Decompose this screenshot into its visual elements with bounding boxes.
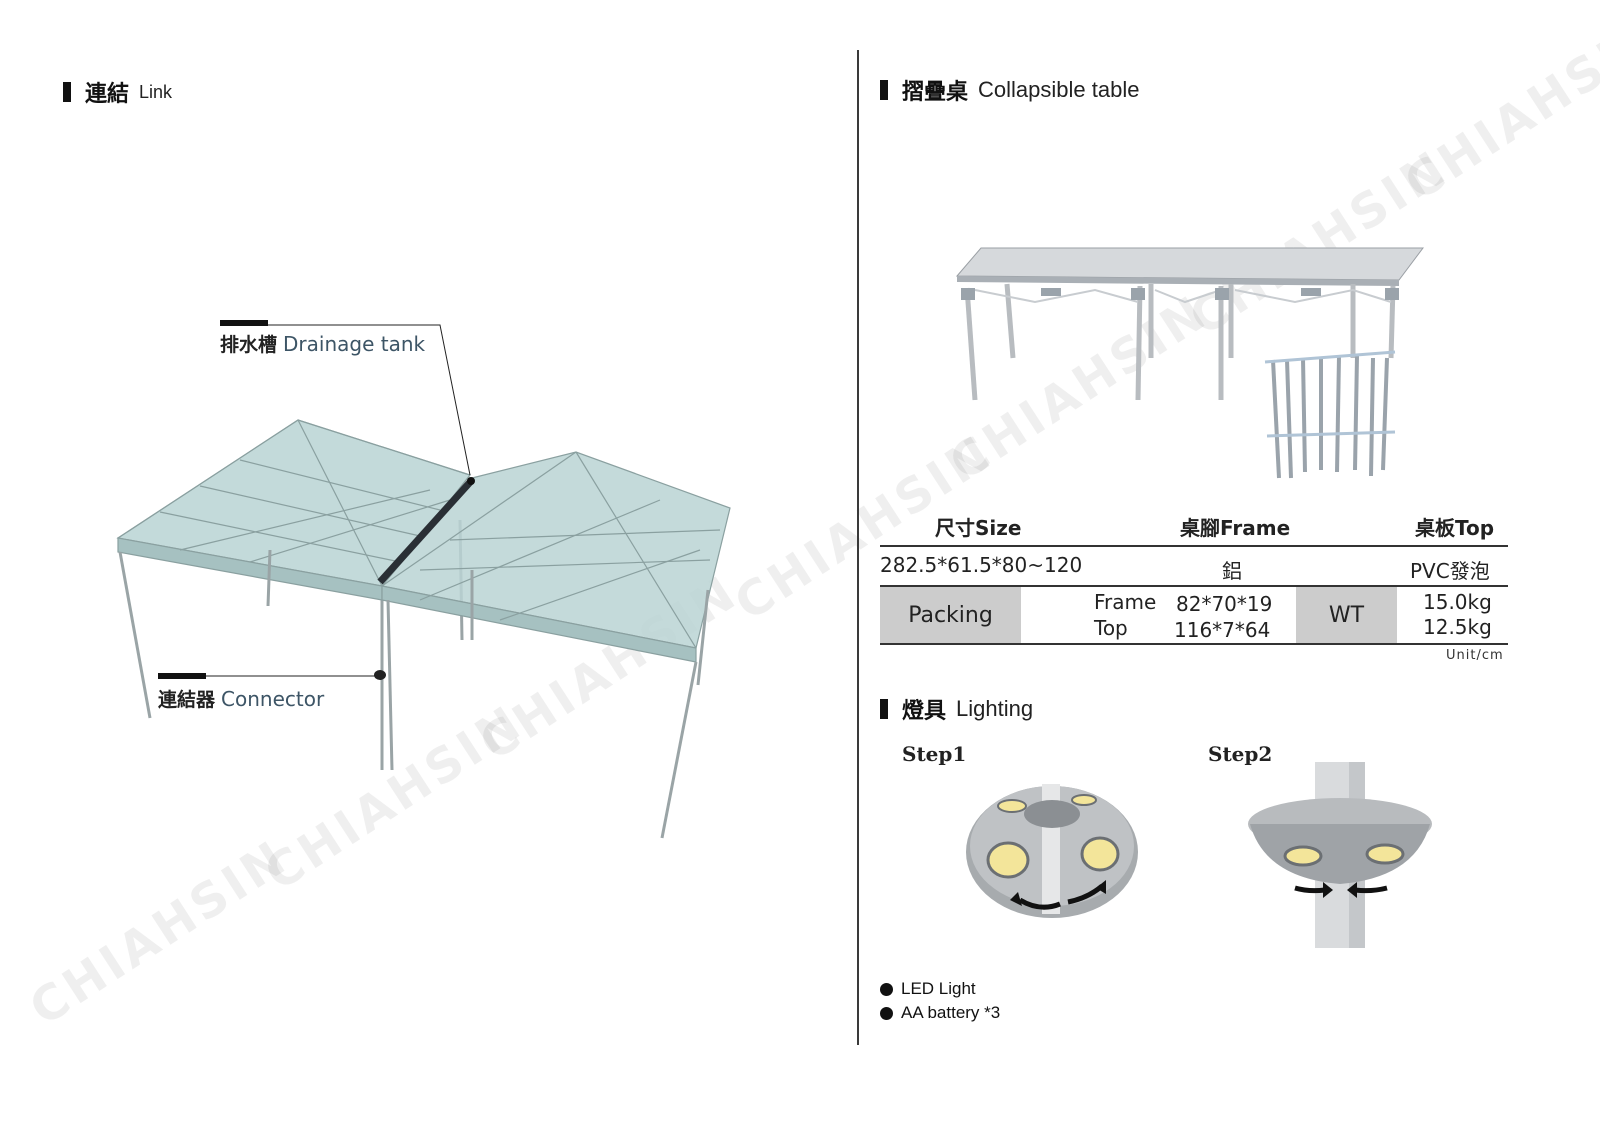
packing-top-label: Top <box>1094 616 1128 640</box>
right-canopy <box>380 451 731 663</box>
table-title-zh: 摺疊桌 <box>902 79 969 105</box>
bullet-icon <box>880 982 893 996</box>
link-title-zh: 連結 <box>85 81 130 107</box>
wt-top: 12.5kg <box>1423 615 1492 639</box>
packing-label-cell: Packing <box>880 587 1021 643</box>
watermark: CHIAHSIN <box>20 829 299 1037</box>
step2-lamp-illustration <box>1248 762 1432 948</box>
drainage-callout: 排水槽 Drainage tank <box>220 330 425 357</box>
title-bar <box>880 80 888 100</box>
canopy-link-illustration <box>116 324 731 839</box>
packing-top-dims: 116*7*64 <box>1174 618 1271 642</box>
led-icon <box>1283 843 1405 867</box>
cell-size: 282.5*61.5*80~120 <box>880 553 1083 577</box>
step1-label: Step1 <box>902 742 967 766</box>
right-canopy-legs <box>386 570 710 839</box>
cell-frame: 鋁 <box>1222 559 1242 583</box>
rotate-arrow-icon <box>1018 897 1061 910</box>
title-bar <box>63 82 71 102</box>
header-size: 尺寸Size <box>935 516 1022 540</box>
lighting-title-en: Lighting <box>956 696 1034 721</box>
drainage-tank <box>377 477 475 585</box>
title-bar <box>880 699 888 719</box>
lighting-features-list: LED Light AA battery *3 <box>880 977 1000 1025</box>
connector-label-en: Connector <box>221 687 325 711</box>
packing-frame-dims: 82*70*19 <box>1176 592 1273 616</box>
connector-callout-tick <box>158 673 206 679</box>
table-rule <box>880 643 1508 645</box>
drainage-label-en: Drainage tank <box>283 332 426 356</box>
table-cross-braces <box>974 288 1392 304</box>
connector <box>374 670 386 680</box>
feature-item: AA battery *3 <box>880 1001 1000 1025</box>
led-icon <box>986 794 1120 879</box>
wt-frame: 15.0kg <box>1423 590 1492 614</box>
wt-label-cell: WT <box>1296 587 1397 643</box>
rotate-arrow-icon <box>1354 885 1388 894</box>
unit-note: Unit/cm <box>1446 648 1504 663</box>
collapsible-table-illustration <box>955 247 1424 479</box>
drainage-label-zh: 排水槽 <box>220 334 278 356</box>
watermark: CHIAHSIN <box>1395 4 1600 212</box>
table-title-en: Collapsible table <box>978 77 1140 102</box>
connector-callout: 連結器 Connector <box>158 685 324 712</box>
left-canopy <box>116 419 472 601</box>
table-rule <box>880 545 1508 547</box>
feature-led: LED Light <box>901 979 976 998</box>
step2-label: Step2 <box>1208 742 1273 766</box>
folded-frame <box>1271 355 1389 479</box>
table-section-title: 摺疊桌 Collapsible table <box>880 75 1139 105</box>
page-divider <box>857 50 859 1045</box>
packing-frame-label: Frame <box>1094 590 1157 614</box>
feature-battery: AA battery *3 <box>901 1003 1001 1022</box>
feature-item: LED Light <box>880 977 1000 1001</box>
bullet-icon <box>880 1006 893 1020</box>
rotate-arrow-icon <box>1294 885 1326 894</box>
table-rule <box>880 585 1508 587</box>
header-frame: 桌腳Frame <box>1180 516 1291 540</box>
link-title-en: Link <box>139 81 173 102</box>
folded-frame-braces <box>1264 350 1396 438</box>
cell-top: PVC發泡 <box>1410 559 1490 583</box>
lighting-section-title: 燈具 Lighting <box>880 694 1033 724</box>
drainage-callout-tick <box>220 320 268 326</box>
table-brackets <box>961 288 1399 300</box>
header-top: 桌板Top <box>1415 516 1495 540</box>
lighting-title-zh: 燈具 <box>902 698 947 724</box>
step1-lamp-illustration <box>966 784 1138 918</box>
link-section-title: 連結 Link <box>63 77 172 107</box>
connector-label-zh: 連結器 <box>158 689 216 711</box>
